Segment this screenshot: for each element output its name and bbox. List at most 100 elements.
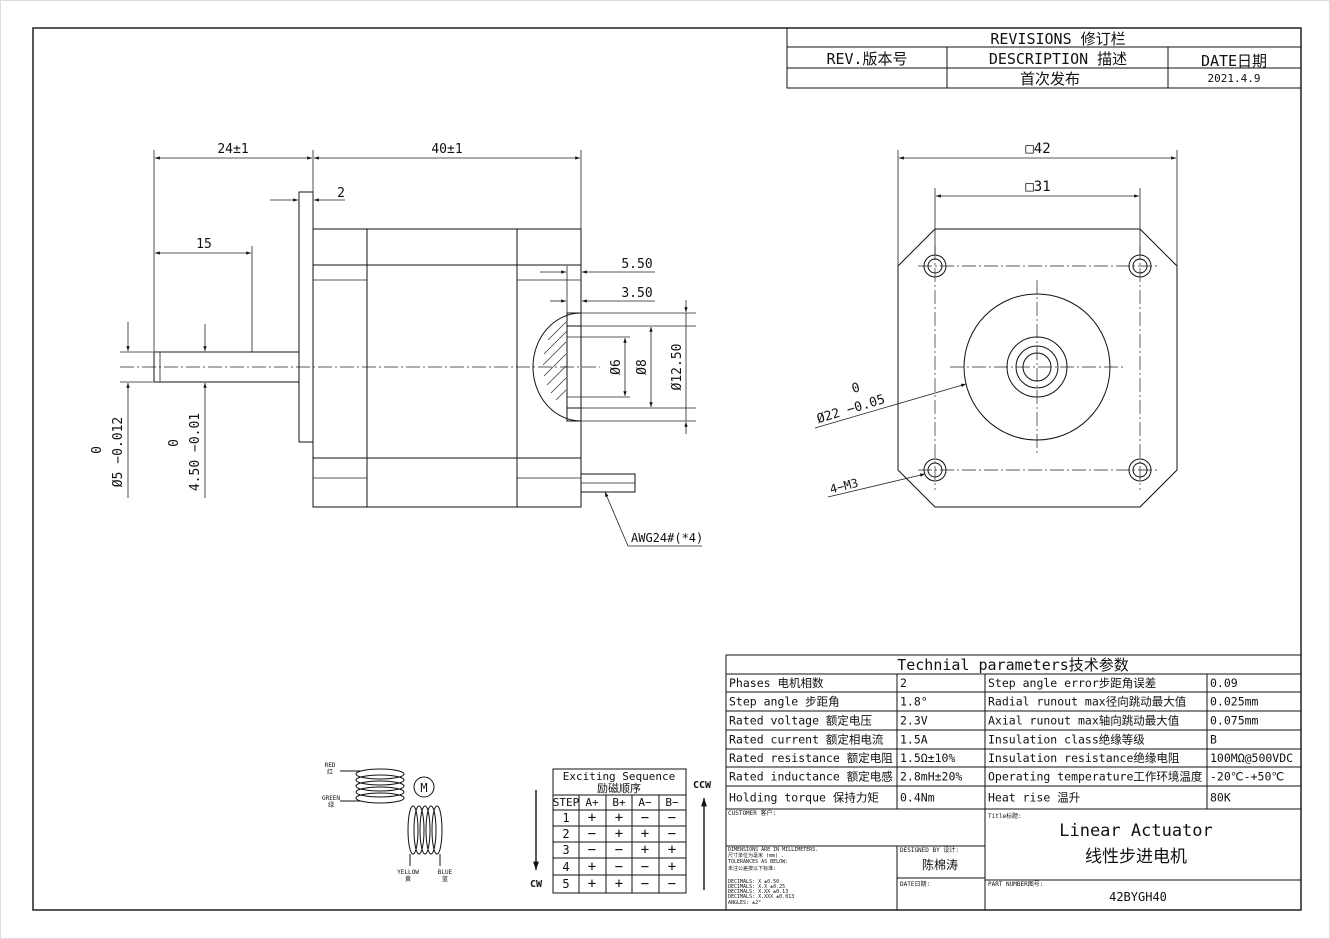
side-view: 24±1 40±1 2 15 5.50 3.50 Ø6 Ø8 Ø12.50 bbox=[90, 142, 703, 547]
sequence-header-cell: STEP bbox=[553, 796, 580, 809]
sequence-cell: − bbox=[668, 826, 676, 842]
parameter-cell: Radial runout max径向跳动最大值 bbox=[988, 695, 1187, 709]
dim-d6: Ø6 bbox=[609, 359, 624, 375]
sequence-cell: − bbox=[641, 810, 649, 826]
sequence-title: Exciting Sequence bbox=[563, 770, 676, 783]
parameter-cell: Phases 电机相数 bbox=[729, 676, 824, 690]
parameter-cell: 0.075mm bbox=[1210, 714, 1259, 728]
dim-4-50: 4.50 −0.01 bbox=[188, 413, 203, 491]
sequence-cell: 5 bbox=[562, 877, 569, 891]
sequence-cell: − bbox=[641, 859, 649, 875]
tolerance-notes: DIMENSIONS ARE IN MILLIMETERS.尺寸单位为毫米 (m… bbox=[728, 847, 818, 906]
sequence-header-cell: B− bbox=[665, 796, 679, 809]
coil-a bbox=[340, 768, 405, 804]
sequence-cell: + bbox=[588, 810, 596, 826]
tolerance-note-line: 未注公差按以下标准: bbox=[728, 865, 776, 872]
parameter-cell: 0.025mm bbox=[1210, 695, 1259, 709]
sequence-cell: − bbox=[668, 876, 676, 892]
holes-label: 4−M3 bbox=[828, 476, 859, 497]
sequence-cell: + bbox=[641, 842, 649, 858]
parameter-cell: Operating temperature工作环境温度 bbox=[988, 770, 1203, 784]
sequence-cell: + bbox=[615, 876, 623, 892]
parameter-cell: -20℃-+50℃ bbox=[1210, 770, 1284, 784]
svg-text:黄: 黄 bbox=[405, 875, 411, 883]
description-column-header: DESCRIPTION 描述 bbox=[989, 50, 1127, 68]
cw-label: CW bbox=[530, 879, 543, 890]
designed-by-label: DESIGNED BY 设计: bbox=[900, 846, 959, 854]
dim-24: 24±1 bbox=[217, 142, 248, 157]
parameter-cell: Heat rise 温升 bbox=[988, 791, 1080, 805]
drawing-frame bbox=[32, 27, 1302, 911]
blue-label: BLUE bbox=[438, 869, 453, 876]
tolerance-note-line: DECIMALS: X.X ±0.25 bbox=[728, 884, 785, 890]
svg-text:励磁顺序: 励磁顺序 bbox=[597, 781, 641, 795]
sequence-cell: + bbox=[641, 826, 649, 842]
parameter-cell: 80K bbox=[1210, 791, 1231, 805]
svg-text:绿: 绿 bbox=[328, 801, 334, 809]
parameter-cell: 2.3V bbox=[900, 714, 928, 728]
parameter-cell: 0.4Nm bbox=[900, 791, 935, 805]
revisions-title: REVISIONS 修订栏 bbox=[990, 30, 1125, 48]
tolerance-note-line: DECIMALS: X.XXX ±0.013 bbox=[728, 894, 794, 900]
date-label: DATE日期: bbox=[900, 880, 930, 888]
svg-text:M: M bbox=[420, 781, 427, 795]
wiring-diagram: RED 红 GREEN 绿 M YELLOW 黄 BLUE 蓝 bbox=[322, 762, 453, 883]
dim-2: 2 bbox=[337, 186, 345, 201]
sequence-cell: + bbox=[668, 842, 676, 858]
sequence-cell: 4 bbox=[562, 860, 569, 874]
tolerance-note-line: DECIMALS: X.XX ±0.13 bbox=[728, 889, 788, 895]
sequence-header-cell: A+ bbox=[585, 796, 599, 809]
parameter-cell: Rated inductance 额定电感 bbox=[729, 770, 893, 784]
dim-5-50: 5.50 bbox=[621, 257, 652, 272]
sequence-cell: + bbox=[588, 876, 596, 892]
dim-d12-50: Ø12.50 bbox=[670, 344, 685, 391]
sequence-cell: − bbox=[615, 859, 623, 875]
tol-zero-front: 0 bbox=[850, 380, 862, 397]
tol-zero-b: 0 bbox=[167, 439, 182, 447]
parameter-cell: 0.09 bbox=[1210, 676, 1238, 690]
dim-d5: Ø5 −0.012 bbox=[111, 417, 126, 487]
revision-description: 首次发布 bbox=[1020, 70, 1080, 88]
tol-zero-a: 0 bbox=[90, 446, 105, 454]
date-column-header: DATE日期 bbox=[1201, 52, 1267, 70]
sequence-cell: + bbox=[615, 810, 623, 826]
parameter-cell: Step angle 步距角 bbox=[729, 695, 840, 709]
tolerance-note-line: 尺寸单位为毫米 (mm) . bbox=[728, 852, 784, 859]
parameter-cell: 2 bbox=[900, 676, 907, 690]
dim-15: 15 bbox=[196, 237, 212, 252]
tolerance-note-line: DECIMALS: X ±0.50 bbox=[728, 879, 779, 885]
designer-name: 陈棉涛 bbox=[922, 857, 958, 872]
revision-date: 2021.4.9 bbox=[1208, 72, 1261, 85]
tolerance-note-line: ANGLES: ±2° bbox=[728, 900, 761, 906]
parameter-cell: Holding torque 保持力矩 bbox=[729, 791, 879, 805]
parameter-cell: Rated current 额定相电流 bbox=[729, 733, 884, 747]
part-number: 42BYGH40 bbox=[1109, 890, 1167, 904]
sequence-cell: 2 bbox=[562, 827, 569, 841]
title-label: Title标题: bbox=[988, 812, 1022, 820]
parameter-cell: Rated resistance 额定电阻 bbox=[729, 751, 893, 765]
parameter-cell: B bbox=[1210, 733, 1217, 747]
sequence-cell: − bbox=[615, 842, 623, 858]
red-label: RED bbox=[325, 762, 336, 769]
sequence-header-cell: B+ bbox=[612, 796, 626, 809]
sequence-cell: 3 bbox=[562, 843, 569, 857]
dim-sq42: □42 bbox=[1025, 141, 1050, 157]
front-flange bbox=[897, 228, 1178, 508]
tolerance-note-line: DIMENSIONS ARE IN MILLIMETERS. bbox=[728, 847, 818, 853]
parameter-cell: 100MΩ@500VDC bbox=[1210, 751, 1293, 765]
sequence-cell: − bbox=[588, 826, 596, 842]
parameter-cell: Step angle error步距角误差 bbox=[988, 676, 1156, 690]
motor-body bbox=[312, 228, 582, 508]
parameter-cell: 1.5Ω±10% bbox=[900, 751, 955, 765]
svg-text:蓝: 蓝 bbox=[442, 875, 448, 883]
sequence-cell: − bbox=[668, 810, 676, 826]
title-block: CUSTOMER 客户: Title标题: Linear Actuator 线性… bbox=[725, 808, 1302, 911]
part-number-label: PART NUMBER图号: bbox=[988, 881, 1043, 888]
sequence-cell: + bbox=[615, 826, 623, 842]
title-english: Linear Actuator bbox=[1059, 821, 1213, 841]
customer-label: CUSTOMER 客户: bbox=[728, 809, 776, 817]
parameters-title: Technial parameters技术参数 bbox=[897, 656, 1129, 674]
parameter-cell: Insulation class绝缘等级 bbox=[988, 733, 1145, 747]
